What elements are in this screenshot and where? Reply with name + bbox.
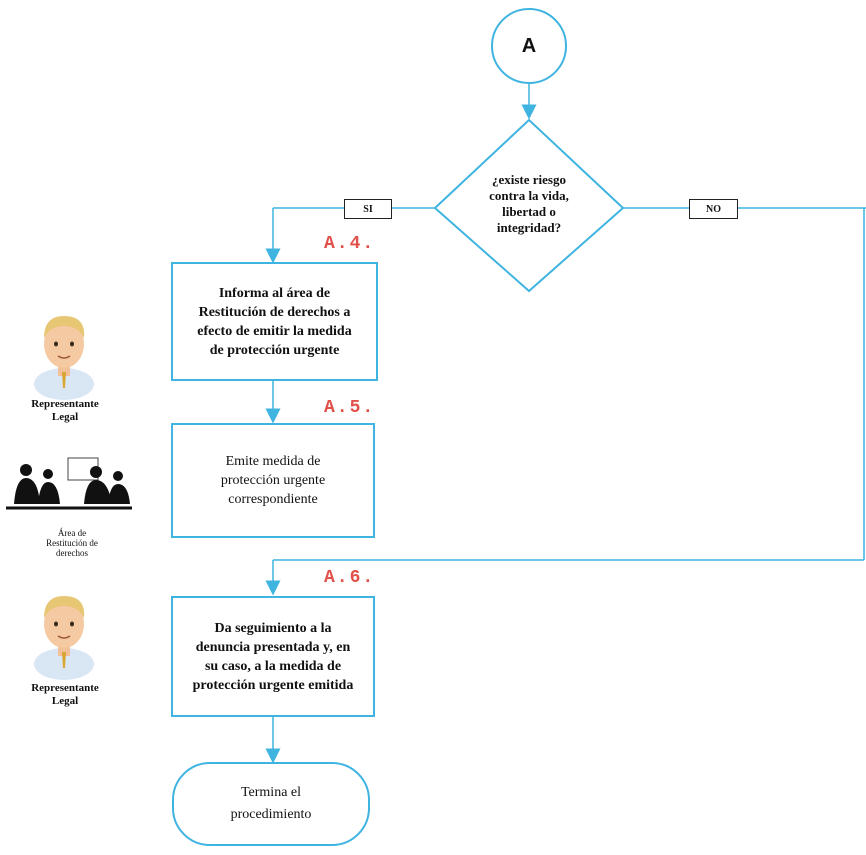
branch-yes-label: SI: [344, 199, 392, 219]
step-id-a4: A.4.: [324, 234, 376, 254]
decision-diamond: [433, 118, 625, 293]
actor-label-area-restitucion: Área de Restitución de derechos: [46, 528, 98, 558]
branch-no-label: NO: [689, 199, 738, 219]
person-avatar-icon: [34, 316, 94, 400]
step-id-a5: A.5.: [324, 398, 376, 418]
process-box-a5: Emite medida de protección urgente corre…: [171, 423, 375, 538]
actor-label-representante-2: Representante Legal: [31, 682, 99, 707]
connector-circle-a: A: [491, 8, 567, 84]
terminal-end: Termina el procedimiento: [172, 762, 370, 846]
process-box-a6: Da seguimiento a la denuncia presentada …: [171, 596, 375, 717]
process-box-a4: Informa al área de Restitución de derech…: [171, 262, 378, 381]
decision-question: ¿existe riesgo contra la vida, libertad …: [489, 172, 569, 235]
actor-label-representante-1: Representante Legal: [31, 398, 99, 423]
person-avatar-icon: [34, 596, 94, 680]
meeting-group-icon: [6, 457, 132, 510]
step-id-a6: A.6.: [324, 568, 376, 588]
